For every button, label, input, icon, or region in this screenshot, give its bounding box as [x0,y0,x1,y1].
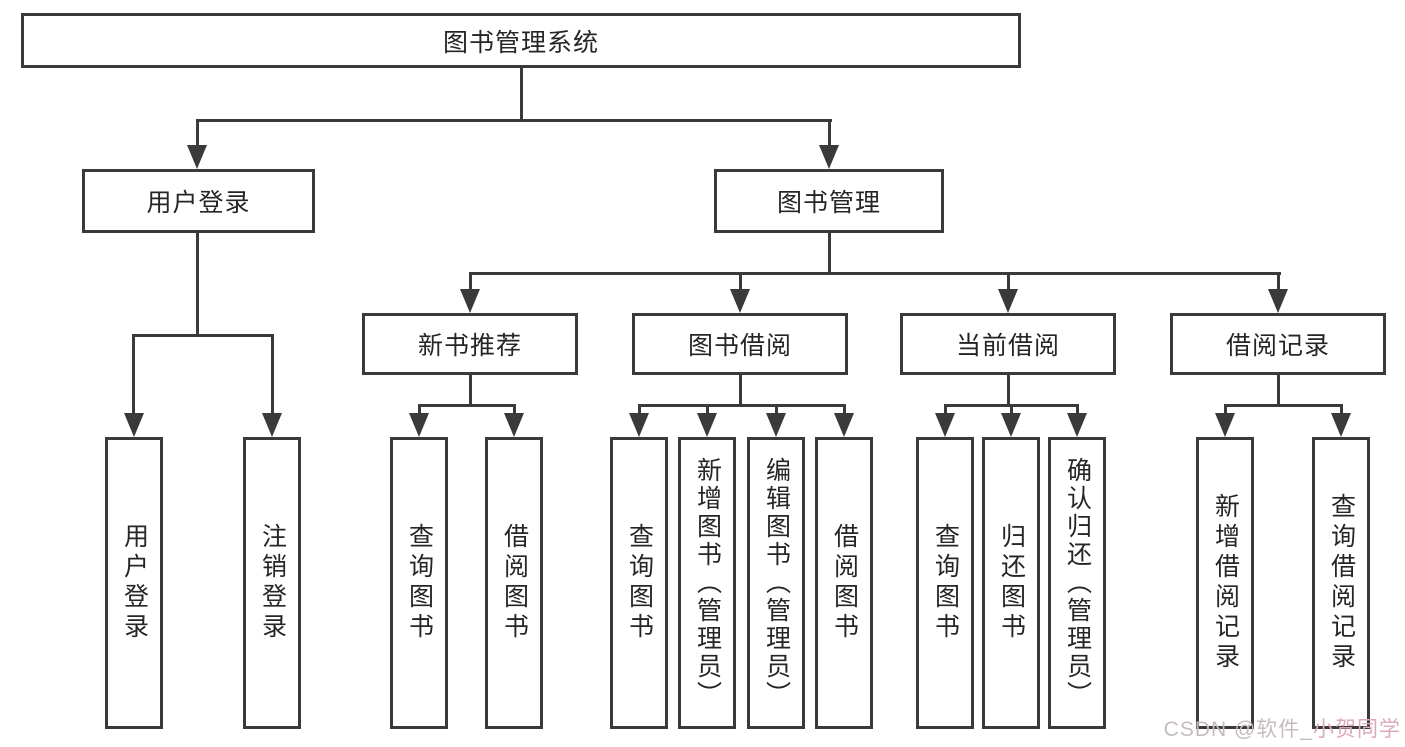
edge-level1-bus [196,119,832,122]
leaf-add-borrow-record: 新增借阅记录 [1196,437,1254,729]
arrow-down-icon [460,289,480,313]
node-book-borrow: 图书借阅 [632,313,848,375]
edge-user-login-stem [196,231,199,337]
edge-leaf-shaft [843,404,846,416]
arrow-down-icon [935,413,955,437]
leaf-edit-book-admin: 编辑图书（管理员） [747,437,805,729]
edge-borrow-record-stem [1277,373,1280,407]
leaf-query-book-3: 查询图书 [916,437,974,729]
watermark-username: 小贺同学 [1313,718,1401,741]
node-borrow-record: 借阅记录 [1170,313,1386,375]
arrow-down-icon [629,413,649,437]
arrow-down-icon [1268,289,1288,313]
leaf-label: 查询图书 [625,523,654,643]
leaf-add-book-admin: 新增图书（管理员） [678,437,736,729]
watermark-prefix: CSDN @软件_ [1163,718,1313,741]
arrow-down-icon [730,289,750,313]
leaf-label: 注销登录 [258,523,287,643]
node-book-borrow-label: 图书借阅 [687,332,792,360]
edge-new-book-bus [418,404,516,407]
node-user-login-label: 用户登录 [146,189,251,217]
node-book-mgmt: 图书管理 [714,169,944,233]
node-current-borrow-label: 当前借阅 [955,332,1060,360]
arrow-down-icon [1331,413,1351,437]
edge-new-book-stem [469,373,472,407]
leaf-label: 查询图书 [931,523,960,643]
leaf-borrow-book-2: 借阅图书 [815,437,873,729]
leaf-label: 查询图书 [405,523,434,643]
csdn-watermark: CSDN @软件_小贺同学 [1164,713,1401,743]
leaf-label: 编辑图书（管理员） [762,457,791,709]
arrow-down-icon [1001,413,1021,437]
arrow-down-icon [697,413,717,437]
edge-leaf-shaft [944,404,947,416]
arrow-down-icon [998,289,1018,313]
edge-leaf-shaft [1076,404,1079,416]
leaf-label: 借阅图书 [830,523,859,643]
node-new-book-label: 新书推荐 [417,332,522,360]
leaf-label: 确认归还（管理员） [1063,457,1092,709]
node-new-book: 新书推荐 [362,313,578,375]
leaf-label: 归还图书 [997,523,1026,643]
node-book-mgmt-label: 图书管理 [776,189,881,217]
edge-borrow-record-shaft [1277,272,1280,292]
leaf-label: 借阅图书 [500,523,529,643]
leaf-return-book: 归还图书 [982,437,1040,729]
leaf-query-book-2: 查询图书 [610,437,668,729]
arrow-down-icon [262,413,282,437]
edge-borrow-record-bus [1224,404,1343,407]
edge-book-borrow-shaft [739,272,742,292]
edge-leaf-shaft [418,404,421,416]
edge-leaf-shaft [271,334,274,416]
edge-user-login-bus [132,334,274,337]
arrow-down-icon [819,145,839,169]
arrow-down-icon [1215,413,1235,437]
edge-leaf-shaft [638,404,641,416]
edge-leaf-shaft [775,404,778,416]
edge-leaf-shaft [1224,404,1227,416]
leaf-query-book-1: 查询图书 [390,437,448,729]
arrow-down-icon [834,413,854,437]
leaf-label: 新增借阅记录 [1211,493,1240,673]
node-user-login: 用户登录 [82,169,315,233]
edge-leaf-shaft [706,404,709,416]
arrow-down-icon [409,413,429,437]
node-root-system: 图书管理系统 [21,13,1021,68]
node-borrow-record-label: 借阅记录 [1225,332,1330,360]
edge-leaf-shaft [132,334,135,416]
arrow-down-icon [187,145,207,169]
node-current-borrow: 当前借阅 [900,313,1116,375]
leaf-logout: 注销登录 [243,437,301,729]
edge-new-book-shaft [469,272,472,292]
leaf-borrow-book-1: 借阅图书 [485,437,543,729]
leaf-user-login: 用户登录 [105,437,163,729]
edge-book-mgmt-shaft [828,119,831,151]
edge-leaf-shaft [1340,404,1343,416]
arrow-down-icon [504,413,524,437]
node-root-label: 图书管理系统 [442,28,599,57]
edge-root-stem [520,66,523,122]
edge-user-login-shaft [196,119,199,151]
leaf-label: 新增图书（管理员） [693,457,722,709]
edge-book-borrow-stem [739,373,742,407]
edge-leaf-shaft [1010,404,1013,416]
arrow-down-icon [124,413,144,437]
edge-current-borrow-shaft [1007,272,1010,292]
edge-leaf-shaft [513,404,516,416]
arrow-down-icon [766,413,786,437]
leaf-confirm-return-admin: 确认归还（管理员） [1048,437,1106,729]
edge-current-borrow-stem [1007,373,1010,407]
edge-level2-bus [469,272,1281,275]
arrow-down-icon [1067,413,1087,437]
edge-book-borrow-bus [638,404,846,407]
leaf-label: 用户登录 [120,523,149,643]
leaf-query-borrow-record: 查询借阅记录 [1312,437,1370,729]
edge-book-mgmt-stem [828,231,831,275]
leaf-label: 查询借阅记录 [1327,493,1356,673]
